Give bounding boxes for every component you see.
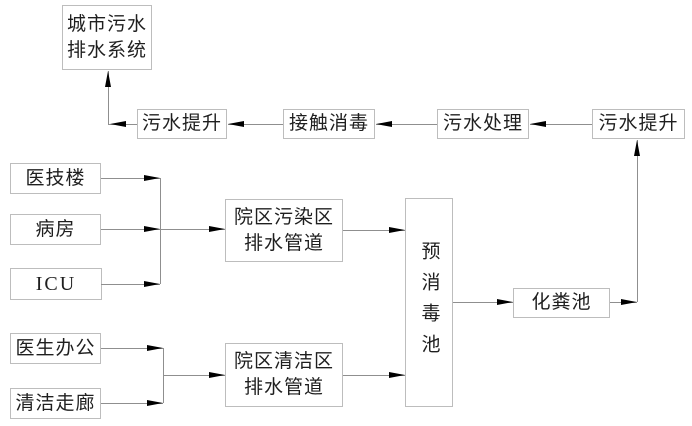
node-label: 病房	[35, 218, 76, 240]
connector-line	[637, 140, 638, 302]
node-label: 化粪池	[531, 292, 592, 313]
arrow-right-icon	[621, 299, 637, 305]
node-label: 医技楼	[25, 167, 86, 189]
node-label: 污水处理	[442, 113, 523, 134]
connector-line	[101, 229, 225, 230]
node-contact-disinfection: 接触消毒	[283, 109, 375, 139]
arrow-right-icon	[209, 372, 225, 378]
node-sewage-treatment: 污水处理	[437, 109, 529, 139]
arrow-right-icon	[144, 281, 160, 287]
node-label: 清洁走廊	[15, 392, 96, 414]
node-label: 预消毒池	[418, 240, 440, 365]
connector-line	[530, 124, 592, 125]
node-label: 院区清洁区	[233, 351, 334, 372]
node-icu: ICU	[10, 268, 102, 300]
connector-line	[101, 178, 160, 179]
node-clean-corridor: 清洁走廊	[10, 388, 101, 419]
connector-line	[453, 302, 513, 303]
connector-line	[228, 124, 283, 125]
arrow-right-icon	[497, 299, 513, 305]
arrow-right-icon	[147, 345, 163, 351]
connector-line	[101, 284, 160, 285]
connector-line	[376, 124, 437, 125]
connector-line	[108, 71, 109, 124]
connector-line	[343, 375, 405, 376]
node-clean-area-pipes: 院区清洁区 排水管道	[225, 343, 343, 407]
node-ward: 病房	[10, 214, 101, 245]
arrow-up-icon	[105, 71, 111, 87]
connector-line	[343, 230, 405, 231]
arrow-left-icon	[530, 121, 546, 127]
arrow-left-icon	[110, 121, 126, 127]
arrow-left-icon	[376, 121, 392, 127]
arrow-right-icon	[144, 226, 160, 232]
node-medical-tech-building: 医技楼	[10, 163, 101, 194]
node-polluted-area-pipes: 院区污染区 排水管道	[225, 199, 343, 262]
node-label: 排水系统	[66, 39, 147, 61]
node-label: 接触消毒	[288, 113, 369, 134]
node-label: 污水提升	[598, 113, 679, 134]
node-sewage-lift-left: 污水提升	[137, 109, 227, 139]
connector-line	[101, 403, 163, 404]
node-label: 排水管道	[243, 377, 324, 398]
node-septic-tank: 化粪池	[513, 288, 610, 318]
arrow-right-icon	[389, 227, 405, 233]
arrow-right-icon	[209, 226, 225, 232]
connector-line	[160, 178, 161, 284]
connector-line	[163, 375, 225, 376]
node-label: 污水提升	[141, 113, 222, 134]
node-label: 城市污水	[66, 13, 147, 35]
arrow-up-icon	[634, 140, 640, 156]
node-label: 排水管道	[243, 232, 324, 254]
connector-line	[101, 348, 163, 349]
arrow-right-icon	[147, 400, 163, 406]
arrow-left-icon	[228, 121, 244, 127]
node-sewage-lift-right: 污水提升	[592, 109, 685, 139]
node-doctor-office: 医生办公	[10, 333, 101, 364]
node-city-sewage-system: 城市污水 排水系统	[62, 5, 152, 70]
node-label: ICU	[35, 273, 77, 295]
arrow-right-icon	[144, 175, 160, 181]
node-label: 院区污染区	[233, 206, 334, 228]
node-pre-disinfection-pool: 预消毒池	[405, 198, 453, 407]
node-label: 医生办公	[15, 337, 96, 359]
arrow-right-icon	[389, 372, 405, 378]
